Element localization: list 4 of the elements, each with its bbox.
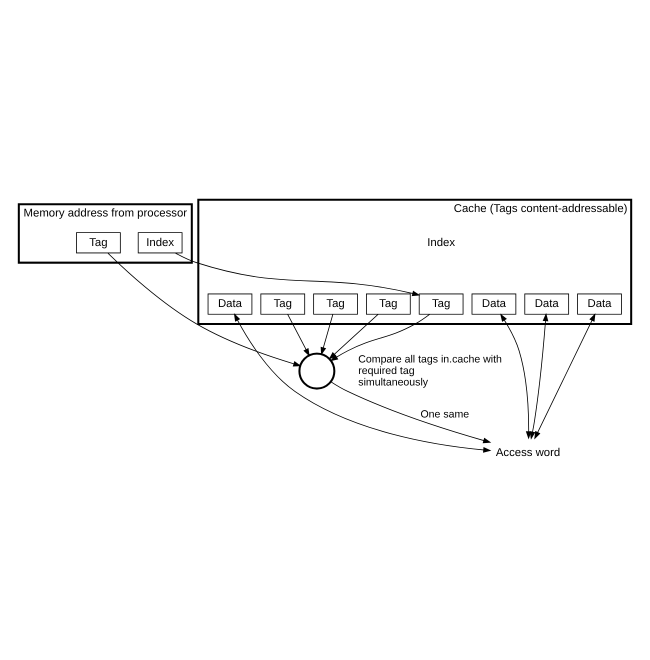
edge-label: One same <box>420 408 470 420</box>
label: Index <box>427 236 456 248</box>
node-text: Access word <box>496 446 560 459</box>
node-label: Compare all tags in.cache with required tag simultaneously <box>358 353 502 388</box>
